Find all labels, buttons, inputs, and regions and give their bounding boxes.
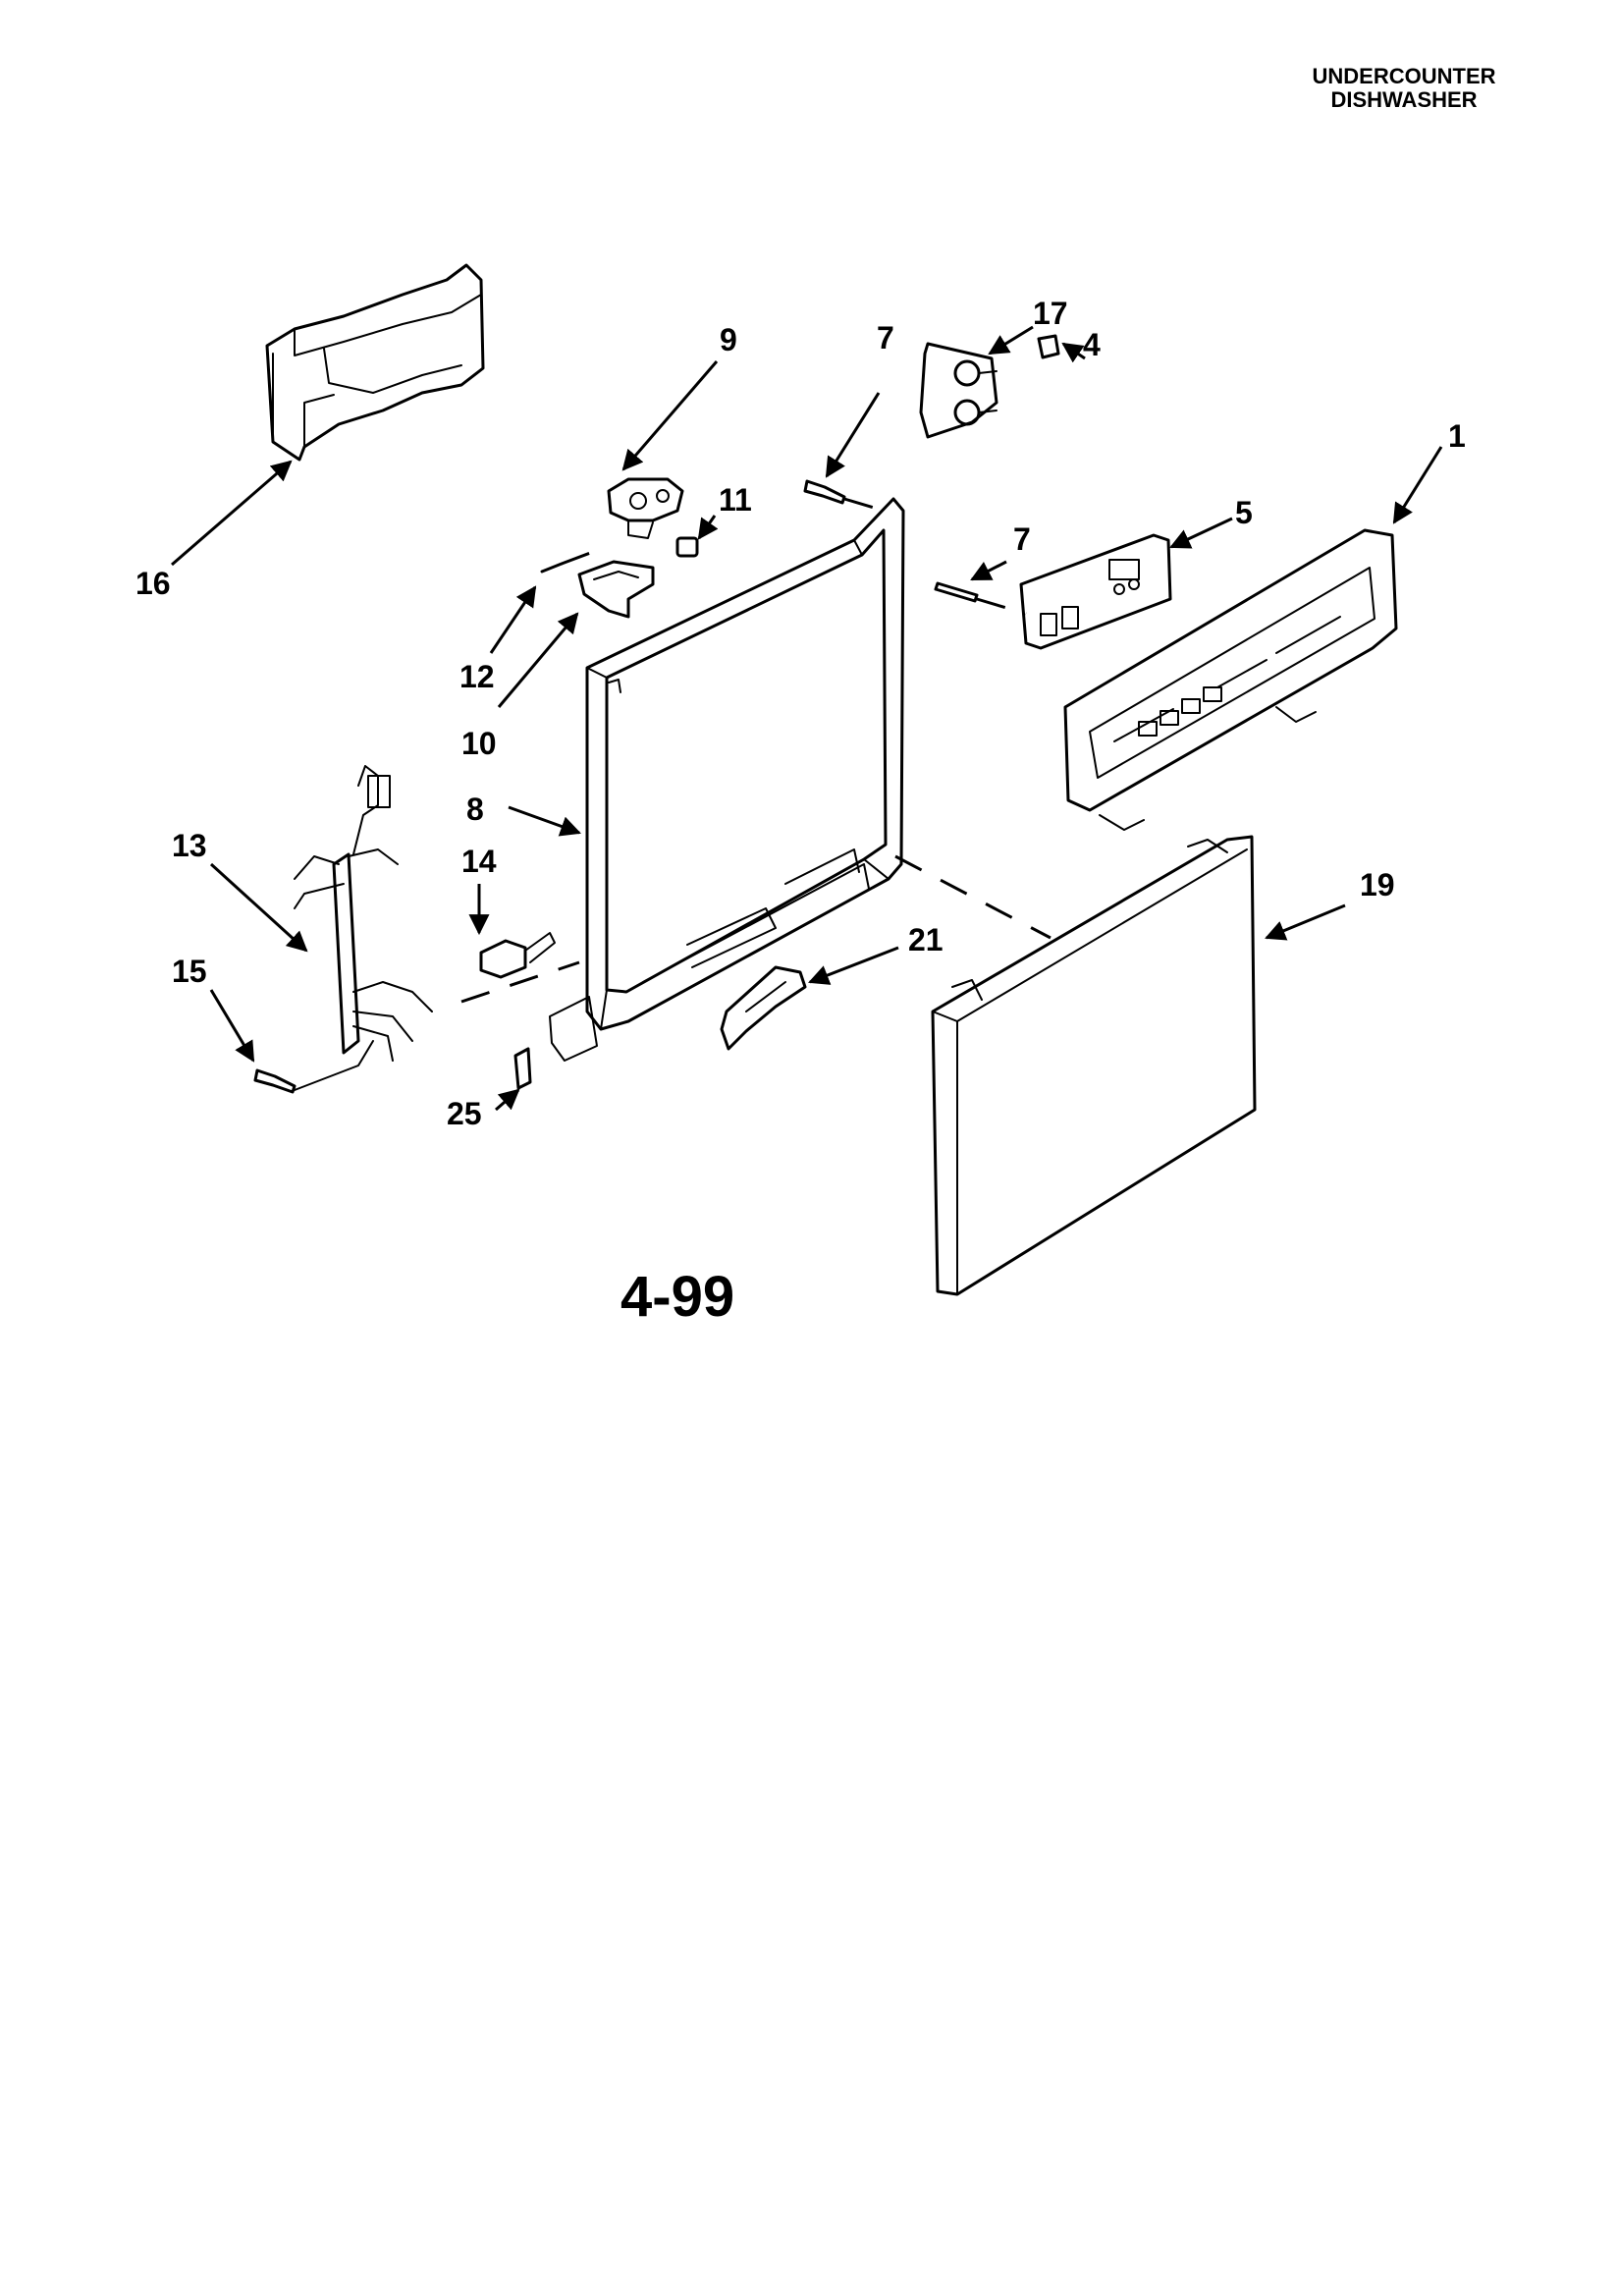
- callout-7-lower: 7: [1013, 521, 1031, 557]
- callout-19: 19: [1360, 867, 1395, 902]
- callout-8: 8: [466, 792, 484, 827]
- part-16-cover: [265, 263, 485, 462]
- callout-14: 14: [461, 844, 497, 879]
- header-line-1: UNDERCOUNTER: [1312, 64, 1496, 88]
- part-10-housing: [577, 560, 655, 619]
- part-9-latch: [607, 477, 684, 539]
- callout-5: 5: [1235, 495, 1253, 530]
- part-11-switch: [675, 536, 699, 558]
- part-15-screw: [253, 1040, 374, 1094]
- part-7-screw-lower: [934, 581, 979, 603]
- part-8-door-frame: [549, 497, 905, 1062]
- callout-17: 17: [1033, 296, 1068, 331]
- callout-25: 25: [447, 1096, 482, 1131]
- callout-12: 12: [459, 659, 495, 694]
- assembly-dashes: [460, 497, 1052, 1004]
- callout-16: 16: [135, 566, 171, 601]
- callout-11: 11: [719, 482, 752, 518]
- part-1-console: [1063, 528, 1398, 831]
- leader-arrows: [171, 325, 1443, 1112]
- part-14-connector: [479, 932, 556, 979]
- header-line-2: DISHWASHER: [1330, 87, 1478, 112]
- diagram-header: UNDERCOUNTER DISHWASHER: [1267, 65, 1541, 112]
- callout-numbers: 1 4 5 7 7 8 9 10 11 12 13 14 15 16 17 19…: [135, 296, 1466, 1131]
- part-17-control: [919, 342, 998, 439]
- part-4-clip: [1037, 334, 1060, 359]
- callout-21: 21: [908, 922, 944, 957]
- callout-13: 13: [172, 828, 207, 863]
- part-5-control-panel: [1019, 533, 1172, 650]
- part-25-clip: [513, 1047, 532, 1090]
- part-7-screw-upper: [803, 479, 846, 505]
- part-19-door-panel: [931, 835, 1257, 1296]
- callout-1: 1: [1448, 418, 1466, 454]
- part-12-pin: [540, 562, 564, 574]
- page-code: 4-99: [620, 1265, 734, 1329]
- callout-9: 9: [720, 322, 737, 357]
- part-21-handle: [720, 965, 807, 1051]
- part-13-harness: [294, 765, 433, 1062]
- callout-7-upper: 7: [877, 320, 894, 355]
- callout-4: 4: [1083, 327, 1101, 362]
- callout-10: 10: [461, 726, 497, 761]
- callout-15: 15: [172, 954, 207, 989]
